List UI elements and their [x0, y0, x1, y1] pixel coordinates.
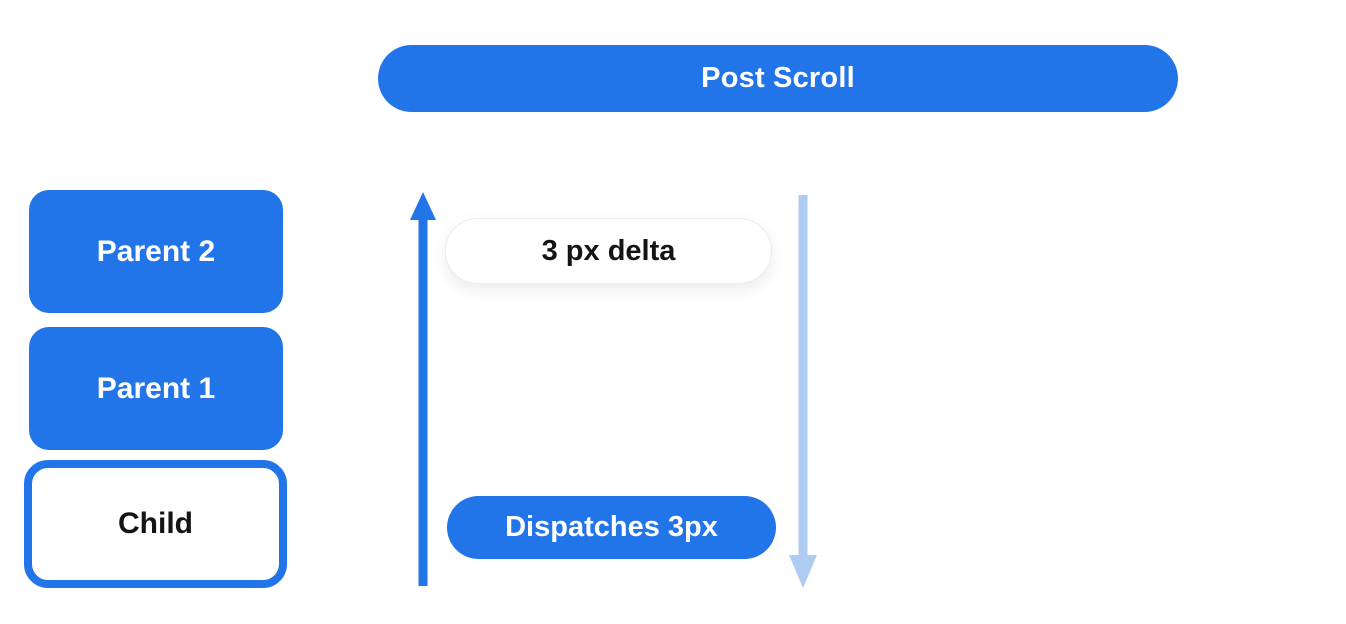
- node-child-label: Child: [118, 507, 193, 540]
- dispatch-label-pill: Dispatches 3px: [447, 496, 776, 559]
- node-parent-2-label: Parent 2: [96, 234, 216, 268]
- node-parent-1-label: Parent 1: [96, 371, 216, 405]
- dispatch-label: Dispatches 3px: [505, 511, 718, 543]
- post-scroll-banner: Post Scroll: [378, 45, 1178, 112]
- down-arrow-icon: [789, 195, 817, 588]
- up-arrow-icon: [410, 192, 436, 586]
- node-parent-2: Parent 2: [29, 190, 283, 313]
- node-child: Child: [24, 460, 287, 588]
- post-scroll-banner-label: Post Scroll: [701, 62, 855, 94]
- delta-label-pill: 3 px delta: [445, 218, 772, 284]
- node-parent-1: Parent 1: [29, 327, 283, 450]
- delta-label: 3 px delta: [541, 234, 676, 267]
